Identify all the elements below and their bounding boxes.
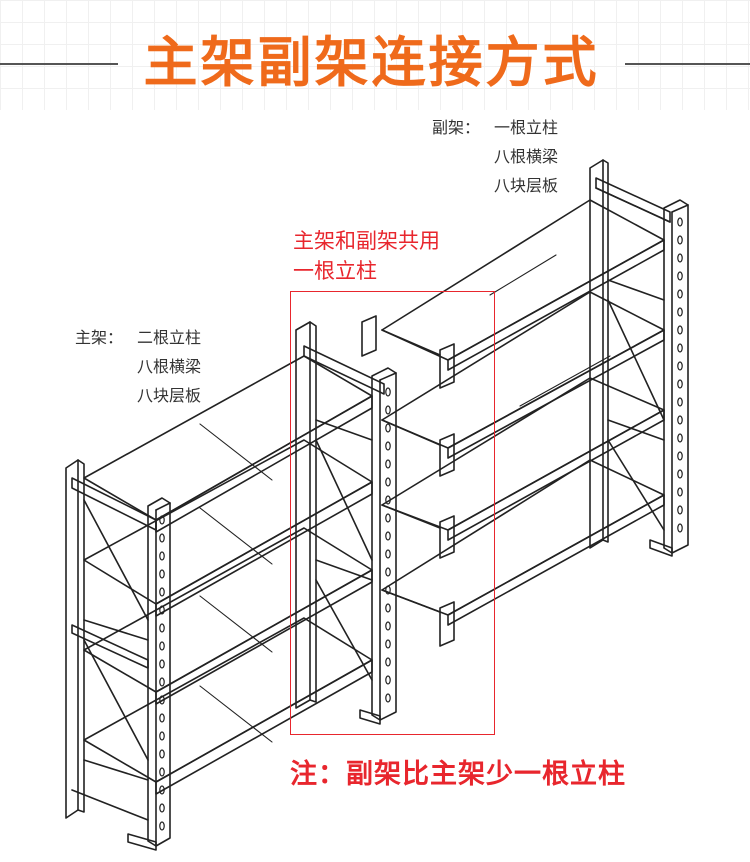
shared-upright-highlight-box <box>290 291 495 735</box>
main-frame-label: 主架： <box>75 328 124 347</box>
main-frame-caption: 主架： 二根立柱 八根横梁 八块层板 <box>75 323 201 410</box>
sub-frame-item: 八根横梁 <box>494 147 559 166</box>
main-frame-item: 八块层板 <box>137 386 202 405</box>
page-title: 主架副架连接方式 <box>143 31 600 94</box>
sub-frame-drawing <box>361 159 689 647</box>
sub-frame-caption: 副架： 一根立柱 八根横梁 八块层板 <box>432 113 558 200</box>
main-frame-drawing <box>65 321 397 851</box>
main-frame-item: 八根横梁 <box>137 357 202 376</box>
title-rule-right <box>625 63 750 65</box>
sub-frame-item: 八块层板 <box>494 176 559 195</box>
title-rule-left <box>0 63 118 65</box>
shared-note-line1: 主架和副架共用 <box>293 229 440 253</box>
title-background <box>0 0 750 110</box>
sub-frame-item: 一根立柱 <box>494 118 559 137</box>
bottom-note: 注：副架比主架少一根立柱 <box>290 759 626 790</box>
shared-upright-note: 主架和副架共用 一根立柱 <box>293 226 440 286</box>
shared-note-line2: 一根立柱 <box>293 259 377 283</box>
main-frame-item: 二根立柱 <box>137 328 202 347</box>
sub-frame-label: 副架： <box>432 118 481 137</box>
